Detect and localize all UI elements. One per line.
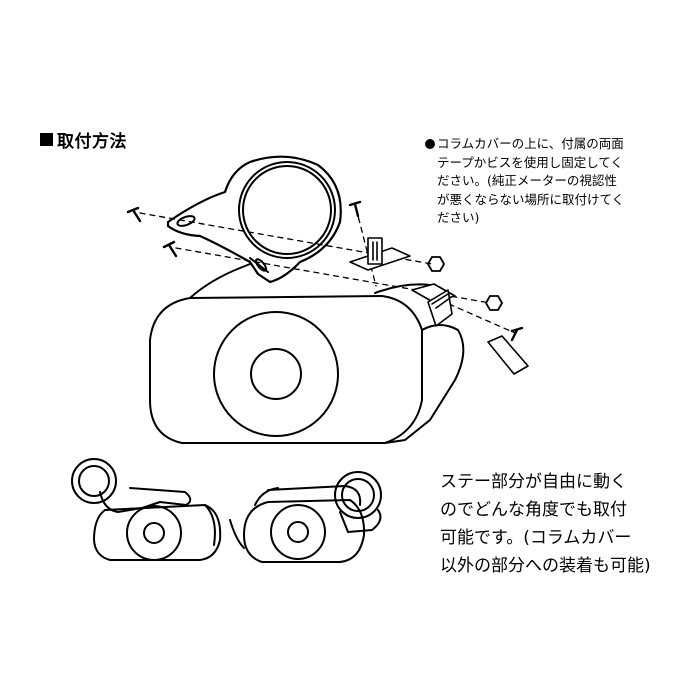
adjustable-stay-caption: ステー部分が自由に動く のでどんな角度でも取付 可能です。(コラムカバー 以外の…	[440, 468, 690, 580]
mounting-example-right	[229, 471, 382, 563]
screw-icon	[162, 240, 178, 258]
bracket-icon	[349, 237, 411, 271]
mounting-example-left	[71, 458, 222, 561]
bracket-icon	[411, 283, 456, 327]
adhesive-tape-icon	[487, 335, 529, 375]
installation-note: コラムカバーの上に、付属の両面 テープかビスを使用し固定してく ださい。(純正メ…	[425, 135, 685, 228]
heading-label: 取付方法	[57, 131, 127, 152]
nut-icon	[485, 295, 503, 311]
screw-icon	[348, 200, 362, 218]
nut-icon	[427, 256, 445, 272]
caption-line: 可能です。(コラムカバー	[440, 528, 632, 548]
note-line: テープかビスを使用し固定してく	[437, 154, 624, 170]
caption-line: のでどんな角度でも取付	[440, 500, 627, 520]
note-line: ださい)	[437, 210, 480, 225]
screw-icon	[510, 326, 524, 342]
meter-icon	[166, 155, 342, 284]
caption-line: 以外の部分への装着も可能)	[440, 556, 651, 576]
note-line: コラムカバーの上に、付属の両面	[425, 135, 685, 154]
bullet-icon	[425, 139, 435, 149]
assembly-guide-lines	[139, 207, 516, 334]
section-heading: 取付方法	[40, 128, 127, 152]
screw-icon	[126, 206, 142, 223]
square-bullet-icon	[40, 132, 53, 146]
column-cover-icon	[149, 263, 465, 444]
note-line: が悪くならない場所に取付けてく	[437, 191, 625, 207]
caption-line: ステー部分が自由に動く	[440, 472, 627, 492]
note-line: ださい。(純正メーターの視認性	[437, 173, 617, 188]
